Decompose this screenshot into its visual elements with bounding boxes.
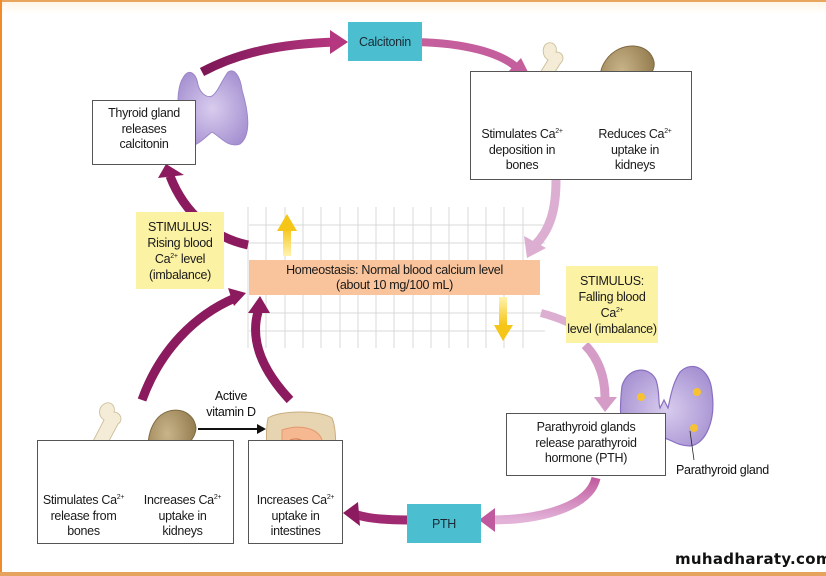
frame-left-border	[0, 0, 2, 576]
effect-line3: kidneys	[162, 524, 203, 538]
effect-line1: Increases Ca2+	[143, 493, 222, 507]
watermark: muhadharaty.com	[675, 550, 826, 568]
parathyroid-text-line2: release parathyroid	[535, 435, 637, 450]
pth-hormone-box: PTH	[407, 504, 481, 543]
parathyroid-text-line3: hormone (PTH)	[544, 451, 628, 465]
homeostasis-line1: Homeostasis: Normal blood calcium level	[286, 262, 503, 277]
stimulus-rising-line3: Ca2+ level	[154, 251, 206, 266]
parathyroid-gland-label: Parathyroid gland	[676, 463, 769, 477]
frame-top-fade	[0, 2, 826, 14]
thyroid-text-line3: calcitonin	[119, 137, 169, 151]
pth-bone-kidney-effects-box	[37, 440, 234, 544]
stimulus-falling-line1: STIMULUS:	[580, 273, 644, 288]
effect-bones-release: Stimulates Ca2+ release from bones	[36, 493, 131, 540]
parathyroid-glands-text: Parathyroid glands release parathyroid h…	[506, 420, 666, 467]
effect-line1: Reduces Ca2+	[598, 127, 672, 141]
effect-line3: kidneys	[614, 158, 656, 172]
effect-line1: Increases Ca2+	[256, 493, 335, 507]
effect-line3: bones	[505, 158, 539, 172]
active-vitamin-d-label: Active vitamin D	[196, 388, 266, 420]
parathyroid-glands-box	[506, 413, 666, 476]
arrow-bones-kidneys-to-homeostasis	[137, 293, 237, 402]
effect-kidneys-reduce: Reduces Ca2+ uptake in kidneys	[585, 127, 685, 174]
effect-bones-deposition: Stimulates Ca2+ deposition in bones	[472, 127, 572, 174]
pth-label: PTH	[431, 516, 457, 531]
rising-level-arrow	[277, 214, 297, 256]
stimulus-falling-line2: Falling blood Ca2+	[578, 289, 646, 320]
stimulus-rising-line1: STIMULUS:	[148, 219, 212, 234]
effect-line3: intestines	[270, 524, 321, 538]
homeostasis-line2: (about 10 mg/100 mL)	[336, 277, 453, 292]
effect-line3: bones	[67, 524, 100, 538]
falling-level-arrow	[494, 297, 513, 341]
effect-intestines-increase: Increases Ca2+ uptake in intestines	[248, 493, 343, 540]
thyroid-gland-box	[92, 100, 196, 165]
effect-line1: Stimulates Ca2+	[481, 127, 563, 141]
effect-kidneys-increase: Increases Ca2+ uptake in kidneys	[135, 493, 230, 540]
homeostasis-box: Homeostasis: Normal blood calcium level …	[249, 260, 540, 295]
intestine-effects-box	[248, 440, 343, 544]
effect-line2: deposition in	[488, 142, 556, 157]
frame-bottom-border	[0, 572, 826, 576]
effect-line2: uptake in	[158, 508, 207, 523]
arrow-effects-to-homeostasis	[531, 179, 561, 249]
effect-line2: uptake in	[610, 142, 660, 157]
frame-top-border	[0, 0, 826, 2]
arrow-thyroid-to-calcitonin	[199, 37, 336, 76]
calcitonin-hormone-box: Calcitonin	[348, 22, 422, 61]
stimulus-falling-box: STIMULUS: Falling blood Ca2+ level (imba…	[566, 266, 658, 343]
arrow-intestines-to-homeostasis	[251, 310, 294, 404]
arrow-calcitonin-to-effects	[408, 38, 518, 70]
arrow-stimulus-to-parathyroid	[581, 341, 610, 398]
stimulus-rising-box: STIMULUS: Rising blood Ca2+ level (imbal…	[136, 212, 224, 289]
arrow-pth-to-intestines	[353, 509, 409, 525]
calcitonin-label: Calcitonin	[359, 34, 411, 49]
thyroid-text-line1: Thyroid gland	[108, 106, 180, 120]
effect-line2: release from	[50, 508, 117, 523]
stimulus-falling-line3: level (imbalance)	[567, 321, 657, 336]
stimulus-rising-line4: (imbalance)	[148, 267, 211, 282]
parathyroid-text-line1: Parathyroid glands	[536, 420, 636, 434]
vitamin-d-line2: vitamin D	[206, 405, 256, 419]
effect-line1: Stimulates Ca2+	[42, 493, 125, 507]
thyroid-text-line2: releases	[121, 121, 167, 136]
stimulus-rising-line2: Rising blood	[147, 235, 213, 250]
thyroid-gland-text: Thyroid gland releases calcitonin	[92, 106, 196, 153]
calcitonin-effects-box	[470, 71, 692, 180]
effect-line2: uptake in	[271, 508, 320, 523]
vitamin-d-line1: Active	[214, 389, 248, 403]
arrow-parathyroid-to-pth	[489, 476, 601, 525]
